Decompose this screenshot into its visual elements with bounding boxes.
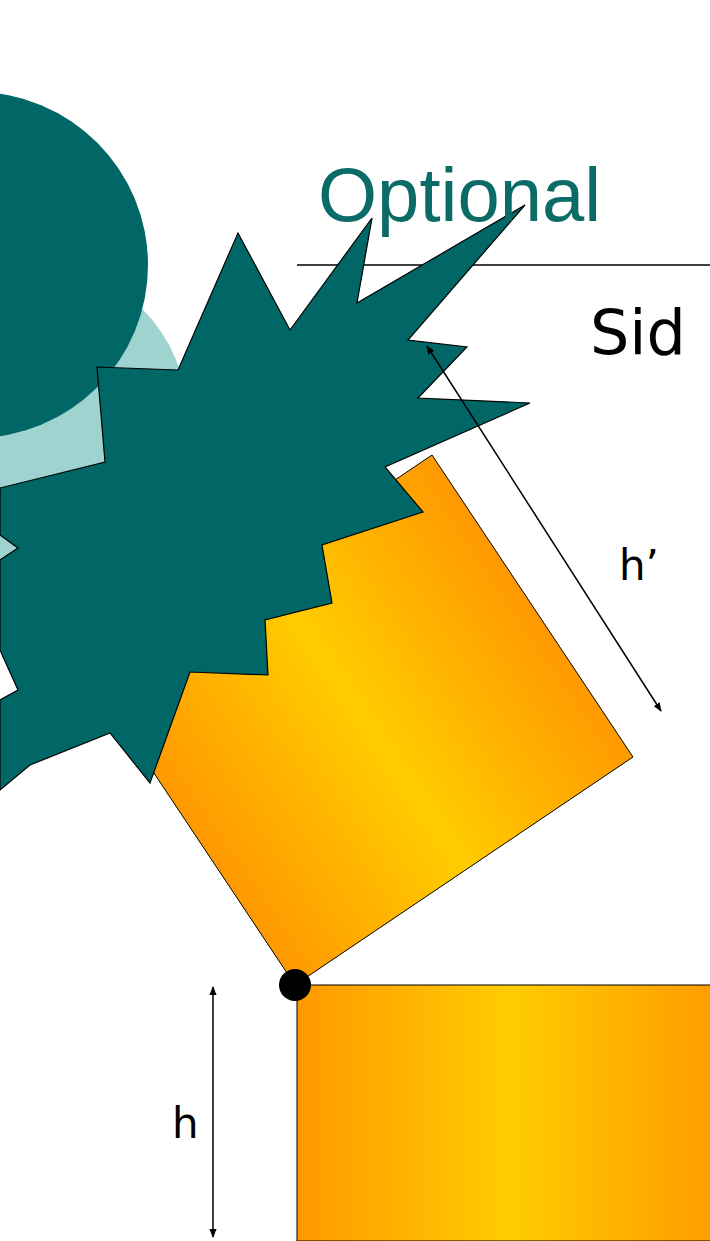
- dimension-label: h: [172, 1103, 199, 1145]
- bottom-block: [297, 985, 710, 1241]
- dimension-label: h’: [619, 545, 659, 587]
- subtitle-text: Sid: [590, 302, 686, 364]
- slide-title: Optional: [318, 157, 601, 233]
- pivot-dot: [279, 969, 311, 1001]
- dimension-arrow: [427, 346, 661, 711]
- dimension-arrow: [212, 987, 214, 1237]
- starburst: [0, 205, 530, 790]
